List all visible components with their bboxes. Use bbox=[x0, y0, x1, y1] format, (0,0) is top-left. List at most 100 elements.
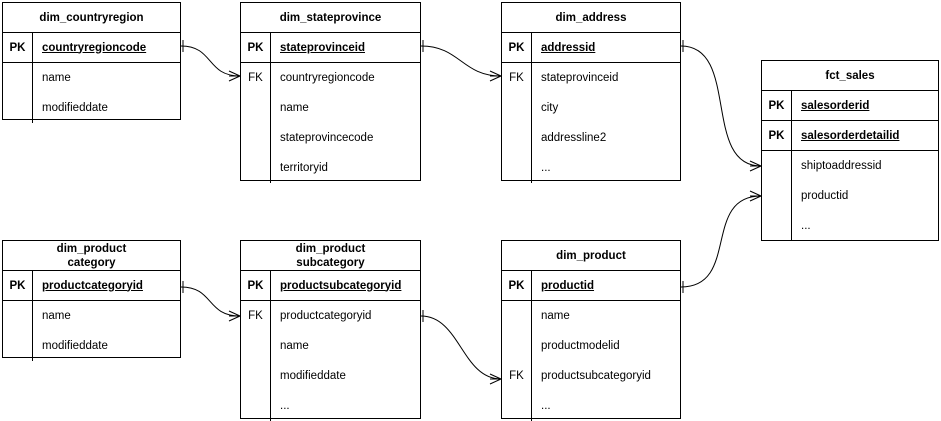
cardinality-many-crowsfoot-marker bbox=[489, 70, 502, 82]
attribute-row[interactable]: name bbox=[241, 331, 420, 361]
entity-title-line: dim_countryregion bbox=[39, 11, 144, 24]
attribute-name: modifieddate bbox=[42, 102, 108, 114]
attribute-row[interactable]: ... bbox=[502, 391, 680, 421]
attribute-key-marker: PK bbox=[3, 33, 33, 62]
relationship-rel-countryregion-stateprovince[interactable] bbox=[180, 40, 241, 82]
attribute-row[interactable]: name bbox=[3, 301, 180, 331]
attribute-row[interactable]: name bbox=[502, 301, 680, 331]
relationship-line bbox=[420, 45, 502, 77]
cardinality-many-crowsfoot-marker bbox=[228, 70, 241, 82]
attribute-key-marker: FK bbox=[502, 361, 532, 391]
attribute-row[interactable]: ... bbox=[762, 211, 938, 241]
attribute-name: productcategoryid bbox=[280, 310, 372, 322]
attribute-key-marker bbox=[762, 181, 792, 211]
attribute-key-marker bbox=[502, 153, 532, 183]
attribute-name: city bbox=[541, 102, 559, 114]
cardinality-many-crowsfoot-marker bbox=[749, 190, 762, 202]
attribute-key-marker bbox=[502, 123, 532, 153]
relationship-rel-productcategory-productsubcategory[interactable] bbox=[180, 281, 241, 322]
attribute-key-marker: FK bbox=[502, 63, 532, 93]
attribute-row[interactable]: city bbox=[502, 93, 680, 123]
attribute-name: countryregioncode bbox=[42, 41, 147, 54]
attribute-name: shiptoaddressid bbox=[801, 160, 882, 172]
entity-title-line: dim_product bbox=[56, 242, 127, 255]
attribute-name: name bbox=[42, 72, 71, 84]
attribute-row[interactable]: PK productid bbox=[502, 271, 680, 301]
attribute-name: salesorderdetailid bbox=[801, 129, 900, 142]
attribute-name: modifieddate bbox=[280, 370, 346, 382]
attribute-key-marker: PK bbox=[762, 91, 792, 120]
attribute-key-marker bbox=[3, 331, 33, 361]
attribute-key-marker bbox=[241, 391, 271, 421]
attribute-row[interactable]: modifieddate bbox=[3, 331, 180, 361]
attribute-row[interactable]: name bbox=[3, 63, 180, 93]
attribute-row[interactable]: modifieddate bbox=[3, 93, 180, 123]
attribute-row[interactable]: productmodelid bbox=[502, 331, 680, 361]
attribute-key-marker bbox=[502, 331, 532, 361]
relationship-line bbox=[680, 195, 762, 288]
attribute-name: name bbox=[280, 102, 309, 114]
attribute-key-marker bbox=[241, 331, 271, 361]
attribute-key-marker bbox=[502, 301, 532, 331]
attribute-key-marker bbox=[502, 391, 532, 421]
entity-title-dim_countryregion: dim_countryregion bbox=[3, 3, 180, 33]
relationship-rel-stateprovince-address[interactable] bbox=[420, 40, 502, 82]
relationship-line bbox=[680, 45, 762, 167]
attribute-key-marker bbox=[3, 63, 33, 93]
attribute-key-marker bbox=[3, 93, 33, 123]
attribute-row[interactable]: FK stateprovinceid bbox=[502, 63, 680, 93]
attribute-row[interactable]: ... bbox=[502, 153, 680, 183]
attribute-row[interactable]: addressline2 bbox=[502, 123, 680, 153]
attribute-name: productsubcategoryid bbox=[280, 279, 402, 292]
attribute-row[interactable]: productid bbox=[762, 181, 938, 211]
relationship-rel-address-fctsales[interactable] bbox=[680, 40, 762, 172]
relationship-rel-product-fctsales[interactable] bbox=[680, 190, 762, 293]
entity-title-line: dim_product bbox=[295, 242, 366, 255]
attribute-row[interactable]: stateprovincecode bbox=[241, 123, 420, 153]
attribute-row[interactable]: PK salesorderdetailid bbox=[762, 121, 938, 151]
attribute-key-marker bbox=[762, 211, 792, 241]
attribute-key-marker: PK bbox=[762, 121, 792, 150]
attribute-row[interactable]: PK salesorderid bbox=[762, 91, 938, 121]
attribute-key-marker: PK bbox=[502, 271, 532, 300]
attribute-row[interactable]: territoryid bbox=[241, 153, 420, 183]
attribute-name: stateprovinceid bbox=[541, 72, 619, 84]
attribute-row[interactable]: ... bbox=[241, 391, 420, 421]
attribute-name: productmodelid bbox=[541, 340, 620, 352]
attribute-row[interactable]: shiptoaddressid bbox=[762, 151, 938, 181]
attribute-name: salesorderid bbox=[801, 99, 870, 112]
attribute-name: ... bbox=[280, 400, 290, 412]
attribute-key-marker: PK bbox=[502, 33, 532, 62]
attribute-row[interactable]: modifieddate bbox=[241, 361, 420, 391]
attribute-name: name bbox=[42, 310, 71, 322]
attribute-key-marker: FK bbox=[241, 63, 271, 93]
attribute-name: productid bbox=[801, 190, 849, 202]
attribute-name: productid bbox=[541, 279, 595, 292]
attribute-name: name bbox=[541, 310, 570, 322]
cardinality-many-crowsfoot-marker bbox=[749, 160, 762, 172]
attribute-row[interactable]: PK countryregioncode bbox=[3, 33, 180, 63]
attribute-name: stateprovinceid bbox=[280, 41, 365, 54]
cardinality-many-crowsfoot-marker bbox=[489, 373, 502, 385]
relationship-rel-productsubcategory-product[interactable] bbox=[420, 310, 502, 385]
attribute-row[interactable]: name bbox=[241, 93, 420, 123]
